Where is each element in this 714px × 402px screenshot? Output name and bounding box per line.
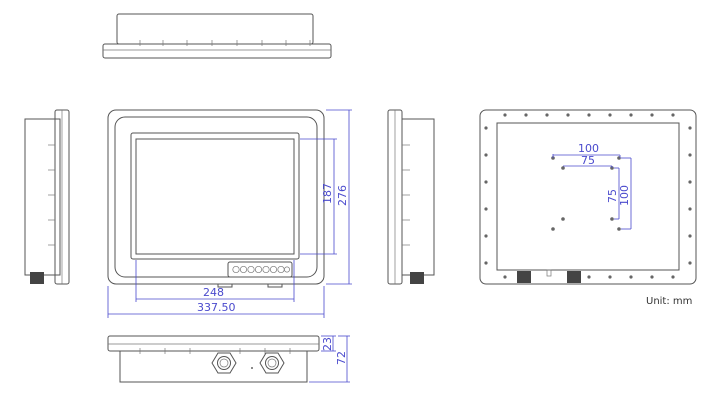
connector-icon [211,352,237,374]
back-view [479,109,697,285]
front-view [107,109,325,288]
dim-mount-v-outer: 100 [618,185,631,206]
front-dimension-lines [107,109,352,318]
dim-mount-h-inner: 75 [581,154,595,167]
connector-icon [517,271,531,283]
unit-label: Unit: mm [646,296,692,307]
dim-mount-v-inner: 75 [606,189,619,203]
dim-screen-width: 248 [203,286,224,299]
bezel-screw-holes [484,113,692,279]
bottom-view [107,335,320,383]
right-side-view [387,109,435,285]
dim-screen-height: 187 [321,183,334,204]
dim-total-height: 276 [336,185,349,206]
left-side-view [24,109,70,285]
bottom-dimension-lines [309,335,350,383]
connector-icon [410,272,424,284]
dim-bottom-small: 23 [321,337,334,351]
connector-icon [567,271,581,283]
back-dimension-lines [552,154,632,230]
dim-total-width: 337.50 [197,301,236,314]
connector-icon [30,272,44,284]
top-view [102,13,332,59]
panel-buttons [232,265,290,274]
connector-icon [259,352,285,374]
dim-bottom-total: 72 [335,351,348,365]
dim-mount-h-outer: 100 [578,142,599,155]
button-panel [227,261,293,278]
